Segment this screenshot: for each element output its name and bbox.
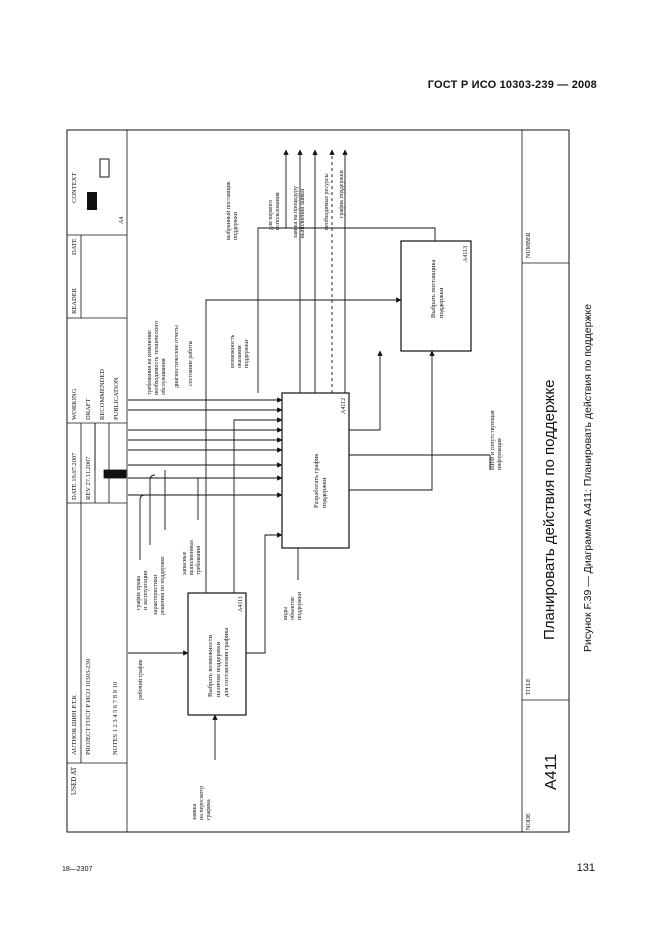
svg-text:графика: графика [205,799,212,820]
box-a4112-text: Разработать график поддержки [313,453,328,508]
standard-header: ГОСТ Р ИСО 10303-239 — 2008 [427,79,597,91]
label-support-possible: возможность оказания поддержки [230,334,250,368]
label-procedure-request: заявка на процедуру выполнения заявки [293,186,306,238]
svg-text:информация: информация [496,438,503,470]
svg-text:заявка на процедуру: заявка на процедуру [293,186,299,238]
node-label: NODE [526,813,532,830]
label-schedule-rights: график права и эксплуатации [135,570,149,610]
author-label: AUTHOR ШИН Р.Т.К [71,694,78,755]
svg-text:заявка: заявка [192,804,198,820]
node-value: A411 [543,754,560,790]
label-change-request: заявка на пересмотр графика [192,786,212,820]
svg-text:характеристики: характеристики [153,574,159,615]
footer-print-code: 18—2307 [62,866,93,873]
working-label: WORKING [71,388,78,420]
label-support-schedule: график поддержки [338,169,345,218]
draft-label: DRAFT [85,399,92,420]
svg-text:для первого: для первого [268,200,274,230]
svg-text:поддержки: поддержки [438,287,445,318]
box-a4111-text: Выбрать возможности наличия поддержки дл… [207,628,230,697]
reader-label: READER [71,287,78,314]
diagram-frame [66,129,570,833]
context-node: A4 [119,217,125,224]
svg-text:объектов: объектов [289,597,296,620]
svg-text:запасные: запасные [182,551,188,575]
label-first-use: для первого использования [268,192,281,230]
svg-text:решения по поддержке: решения по поддержке [160,556,166,615]
svg-text:выполнения заявки: выполнения заявки [300,188,306,238]
label-diag-reports: диагностические отчеты [174,325,180,388]
svg-text:возможность: возможность [230,334,236,368]
box-a4113-id: A4113 [463,246,469,262]
activity-box-a4113 [400,240,472,352]
svg-text:на пересмотр: на пересмотр [199,786,205,820]
svg-text:и эксплуатации: и эксплуатации [143,570,149,610]
label-support-types: виды объектов поддержки [283,591,303,620]
arrows [128,149,491,760]
title-value: Планировать действия по поддержке [541,380,558,640]
figure-caption: Рисунок F.39 — Диаграмма А411: Планирова… [582,303,594,653]
svg-text:Выбрать поставщика: Выбрать поставщика [430,259,437,318]
svg-text:использования: использования [275,192,281,230]
box-a4113-text: Выбрать поставщика поддержки [430,259,445,318]
svg-text:выполненные: выполненные [189,540,195,575]
label-hip: ИНФ и сопутствующая информация [490,410,503,470]
box-a4112-id: A4112 [341,398,347,414]
label-characteristics: характеристики решения по поддержке [153,556,166,615]
recommended-label: RECOMMENDED [99,369,106,420]
svg-text:необходимость технического: необходимость технического [153,321,160,395]
label-change-req: требования на изменение [146,330,153,395]
svg-text:Выбрать возможности: Выбрать возможности [207,635,214,697]
svg-text:поддержки: поддержки [297,591,303,620]
used-at-label: USED AT [70,766,78,795]
svg-text:оказания: оказания [237,345,243,368]
page-number: 131 [576,862,595,874]
footer-strip [521,130,569,832]
activity-box-a4112 [281,392,350,549]
notes-label: NOTES 1 2 3 4 5 6 7 8 9 10 [112,682,119,755]
svg-text:наличия поддержки: наличия поддержки [215,642,222,697]
svg-text:обслуживания: обслуживания [160,358,167,395]
box-a4111-id: A4111 [238,596,244,612]
svg-text:поддержки: поддержки [321,477,328,508]
context-box-light [99,158,110,178]
svg-text:виды: виды [283,607,289,620]
label-resource-need: необходимые ресурсы [323,173,330,230]
date-label: DATE 19.07.2007 [71,452,78,500]
context-box-dark [87,192,97,210]
date2-label: DATE [71,238,78,255]
label-chosen-supplier: выбранный поставщик поддержки [225,181,239,240]
label-tech-needs: необходимость технического обслуживания [153,321,167,395]
context-label: CONTEXT [71,173,78,203]
header-strip [67,130,128,832]
project-label: PROJECT ГОСТ Р ИСО 10303-239 [85,659,92,755]
rev-label: REV 27.11.2007 [85,456,92,500]
svg-text:поддержки: поддержки [233,211,239,240]
svg-text:выбранный поставщик: выбранный поставщик [225,181,232,240]
publication-label: PUBLICATION [113,377,120,420]
title-label: TITLE [526,678,532,695]
number-label: NUMBER [526,232,532,258]
svg-text:для составления графика: для составления графика [223,628,230,697]
svg-text:поддержки: поддержки [244,339,250,368]
svg-text:требования: требования [195,546,202,575]
label-work-schedule: рабочий график [137,659,144,700]
label-spares-need: запасные выполненные требования [182,540,202,575]
svg-text:Разработать график: Разработать график [313,453,320,508]
svg-text:график права: график права [135,576,142,610]
label-work-state: состояние работы [187,340,194,386]
svg-text:ИНФ и сопутствующая: ИНФ и сопутствующая [490,410,496,470]
